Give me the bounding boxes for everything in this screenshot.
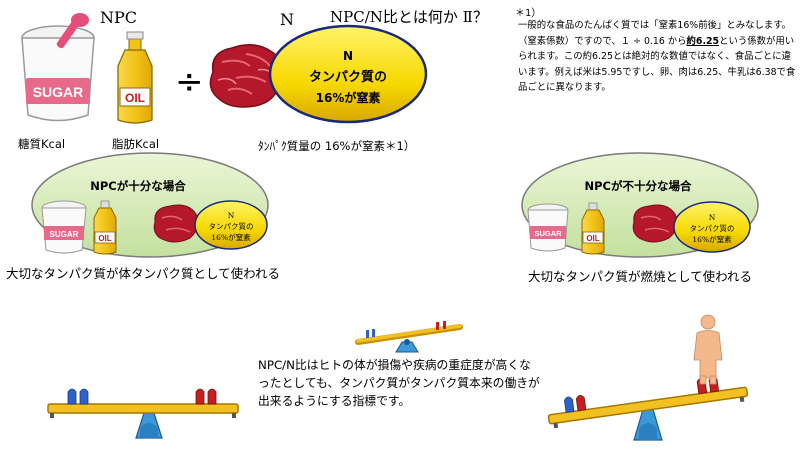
sugar-jar-icon: SUGAR [21, 13, 95, 122]
svg-text:16%が窒素: 16%が窒素 [692, 234, 732, 244]
right-mini-sugar-icon: SUGAR [527, 203, 569, 252]
definition-emphasis: 約6.25 [686, 35, 720, 47]
svg-text:SUGAR: SUGAR [534, 229, 562, 238]
right-case-result: 大切なタンパク質が燃焼として使われる [528, 269, 753, 284]
center-small-seesaw [355, 321, 463, 353]
left-mini-meat-icon [153, 204, 199, 243]
svg-text:OIL: OIL [125, 91, 145, 105]
title-footnote-marker: ＊1） [515, 8, 542, 19]
sugar-caption: 糖質Kcal [18, 137, 66, 151]
divide-symbol: ÷ [175, 62, 204, 102]
right-mini-oil-icon: OIL [581, 202, 605, 255]
ellipse-line-3: 16%が窒素 [316, 90, 381, 105]
ellipse-line-1: N [343, 49, 353, 63]
fat-caption: 脂肪Kcal [112, 137, 160, 151]
svg-text:N: N [709, 213, 716, 222]
left-case-cloud: NPCが十分な場合 SUGAR OIL N タンパク質の 16%が窒素 [31, 152, 269, 258]
definition-text: 一般的な食品のたんぱく質では「窒素16%前後」とみなします。（窒素係数）ですので… [518, 20, 796, 93]
right-tilted-seesaw [547, 314, 749, 441]
left-mini-sugar-icon: SUGAR [41, 200, 87, 254]
left-case-result: 大切なタンパク質が体タンパク質として使われる [6, 266, 281, 281]
protein-caption: ﾀﾝﾊﾟｸ質量の 16%が窒素＊1） [258, 139, 416, 153]
left-balanced-seesaw [47, 388, 239, 439]
page-title: NPC/N比とは何か Ⅱ？ [330, 8, 488, 26]
svg-text:SUGAR: SUGAR [50, 230, 79, 239]
n-label: N [280, 10, 294, 29]
meat-icon [209, 44, 284, 108]
right-mini-protein-ellipse: N タンパク質の 16%が窒素 [673, 201, 751, 253]
right-mini-meat-icon [632, 204, 678, 243]
svg-text:N: N [228, 211, 235, 220]
svg-text:OIL: OIL [586, 234, 599, 243]
left-mini-protein-ellipse: N タンパク質の 16%が窒素 [194, 200, 268, 250]
ellipse-line-2: タンパク質の [309, 69, 387, 85]
right-case-cloud: NPCが不十分な場合 SUGAR OIL N タンパク質の 16%が窒素 [521, 152, 759, 258]
svg-text:タンパク質の: タンパク質の [690, 223, 735, 233]
left-case-title: NPCが十分な場合 [90, 179, 186, 193]
svg-text:タンパク質の: タンパク質の [209, 221, 254, 231]
npc-label: NPC [100, 8, 138, 27]
human-figure-icon [693, 314, 723, 385]
svg-text:16%が窒素: 16%が窒素 [211, 232, 251, 242]
svg-text:OIL: OIL [98, 234, 111, 243]
explanation-text: NPC/N比はヒトの体が損傷や疾病の重症度が高くなったとしても、タンパク質がタン… [258, 358, 540, 408]
svg-text:SUGAR: SUGAR [33, 84, 84, 100]
protein-nitrogen-ellipse: N タンパク質の 16%が窒素 [268, 24, 428, 124]
right-case-title: NPCが不十分な場合 [585, 179, 692, 193]
oil-bottle-icon: OIL [117, 31, 153, 124]
left-mini-oil-icon: OIL [93, 200, 117, 255]
